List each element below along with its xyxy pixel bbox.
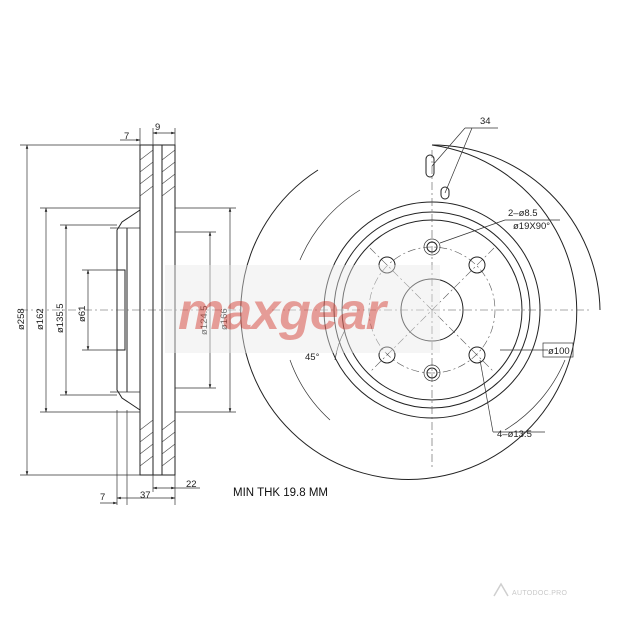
front-view: 34 2–ø8.5 ø19X90° ø100 4–ø13.5 45° bbox=[240, 116, 601, 480]
dim-diameter-135: ø135.5 bbox=[55, 303, 66, 333]
callout-holes-4: 4–ø13.5 bbox=[497, 429, 532, 440]
dim-diameter-166: ø166 bbox=[219, 308, 230, 330]
dim-diameter-258: ø258 bbox=[16, 308, 27, 330]
dim-top-left: 7 bbox=[124, 131, 129, 142]
dim-diameter-124: ø124.5 bbox=[199, 305, 210, 335]
maxgear-logo: maxgear bbox=[165, 265, 440, 353]
dim-bottom-right: 22 bbox=[186, 479, 197, 490]
wear-slot bbox=[440, 186, 450, 200]
side-section-view: 7 9 7 37 22 ø258 ø162 ø135.5 ø61 ø124.5 … bbox=[16, 122, 240, 505]
bolt-hole bbox=[468, 346, 486, 364]
dim-top-right: 9 bbox=[155, 122, 160, 133]
callout-34: 34 bbox=[480, 116, 491, 127]
section-hatching bbox=[139, 149, 176, 467]
bolt-hole bbox=[378, 256, 396, 274]
watermark-text: AUTODOC.PRO bbox=[512, 590, 568, 597]
callout-countersink: ø19X90° bbox=[513, 221, 550, 232]
bolt-hole bbox=[378, 346, 396, 364]
callout-holes-2: 2–ø8.5 bbox=[508, 208, 538, 219]
dim-diameter-162: ø162 bbox=[35, 308, 46, 330]
small-hole bbox=[426, 367, 438, 379]
disc-outer-edge bbox=[240, 144, 578, 480]
dim-bottom-mid: 37 bbox=[140, 490, 151, 501]
dim-diameter-61: ø61 bbox=[77, 306, 88, 322]
small-hole bbox=[426, 241, 438, 253]
min-thickness-note: MIN THK 19.8 MM bbox=[233, 487, 328, 499]
callout-angle: 45° bbox=[305, 352, 320, 363]
wear-slot bbox=[425, 154, 435, 178]
bolt-hole bbox=[468, 256, 486, 274]
autodoc-watermark: AUTODOC.PRO bbox=[493, 582, 568, 597]
callout-pcd: ø100 bbox=[548, 346, 570, 357]
logo-text: maxgear bbox=[178, 283, 389, 341]
dim-bottom-left: 7 bbox=[100, 492, 105, 503]
